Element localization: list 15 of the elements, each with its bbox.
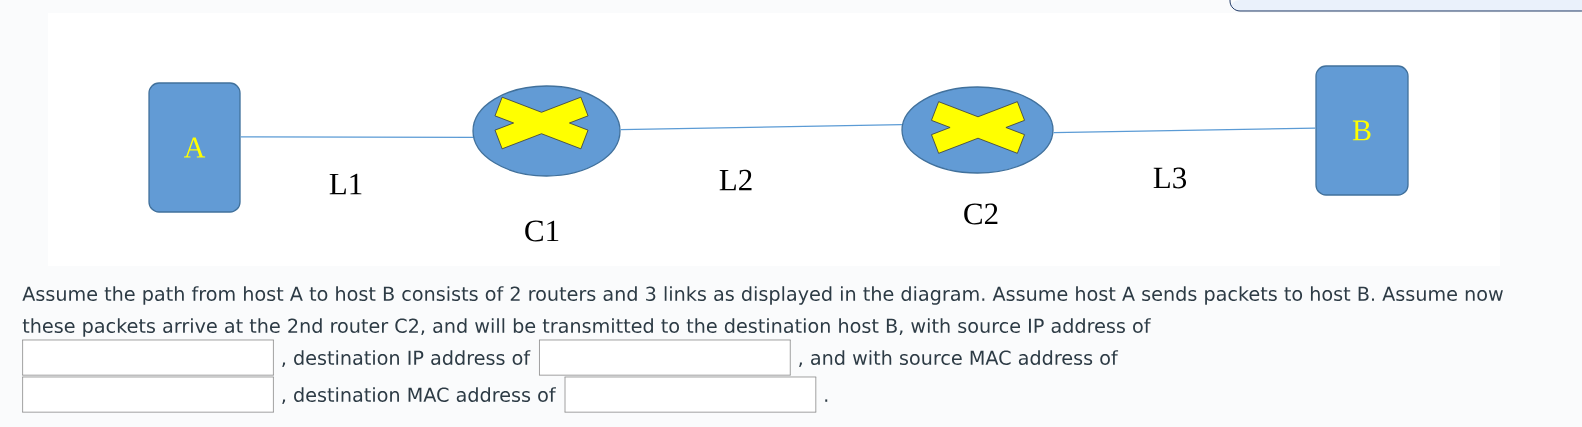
host-box: B: [1315, 65, 1409, 196]
node-caption: C1: [525, 220, 559, 242]
link-line: [240, 136, 474, 139]
link-line: [1052, 127, 1316, 134]
host-box: A: [148, 82, 241, 213]
node-caption: C2: [964, 203, 998, 225]
edge-label: L2: [719, 169, 752, 191]
question-text: .: [825, 399, 828, 402]
link-line: [620, 124, 903, 131]
question-text: , and with source MAC address of: [799, 350, 1119, 367]
edge-label: L1: [329, 173, 362, 195]
question-text: Assume the path from host A to host B consists of 2 routers and 3 links as displayed in the diagram. Assume host A sends packets to host B. Assume now these packets arrive at the 2nd router C2, and will be transmitted to the destination host B, with source IP address of: [22, 286, 1503, 337]
edge-label: L3: [1153, 167, 1186, 189]
question-text: , destination IP address of: [282, 350, 531, 367]
question-text: , destination MAC address of: [282, 387, 556, 404]
